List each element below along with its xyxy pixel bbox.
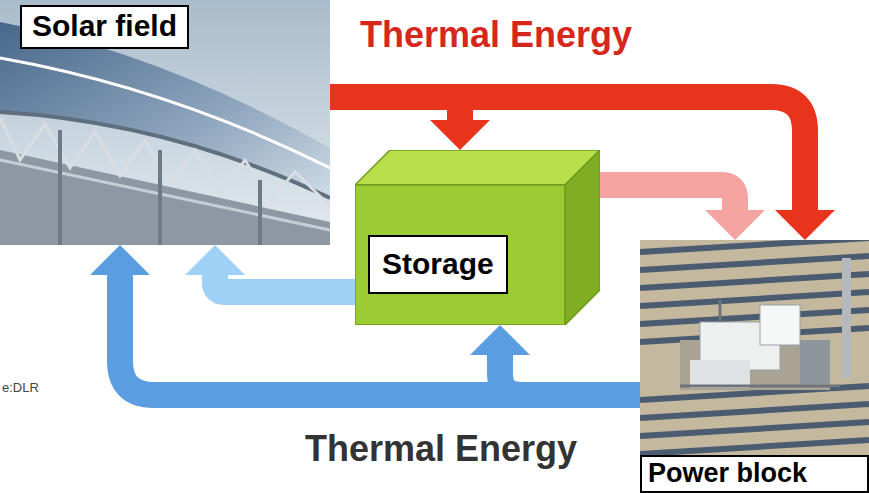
thermal-flow-arrow (185, 245, 355, 292)
power-block-photo (640, 240, 869, 455)
thermal-flow-arrow (470, 325, 640, 395)
node-label: Power block (640, 455, 869, 493)
solar-field-photo (0, 0, 330, 245)
node-label: Storage (368, 235, 508, 294)
storage-box: Storage (355, 150, 600, 325)
flow-label: Thermal Energy (305, 428, 577, 470)
flow-label: Thermal Energy (360, 14, 632, 56)
thermal-flow-arrow (600, 185, 765, 240)
power-block: Power block (640, 240, 869, 493)
node-label: Solar field (20, 5, 189, 49)
solar-field: Solar field (0, 0, 330, 245)
source-note: e:DLR (2, 380, 39, 395)
